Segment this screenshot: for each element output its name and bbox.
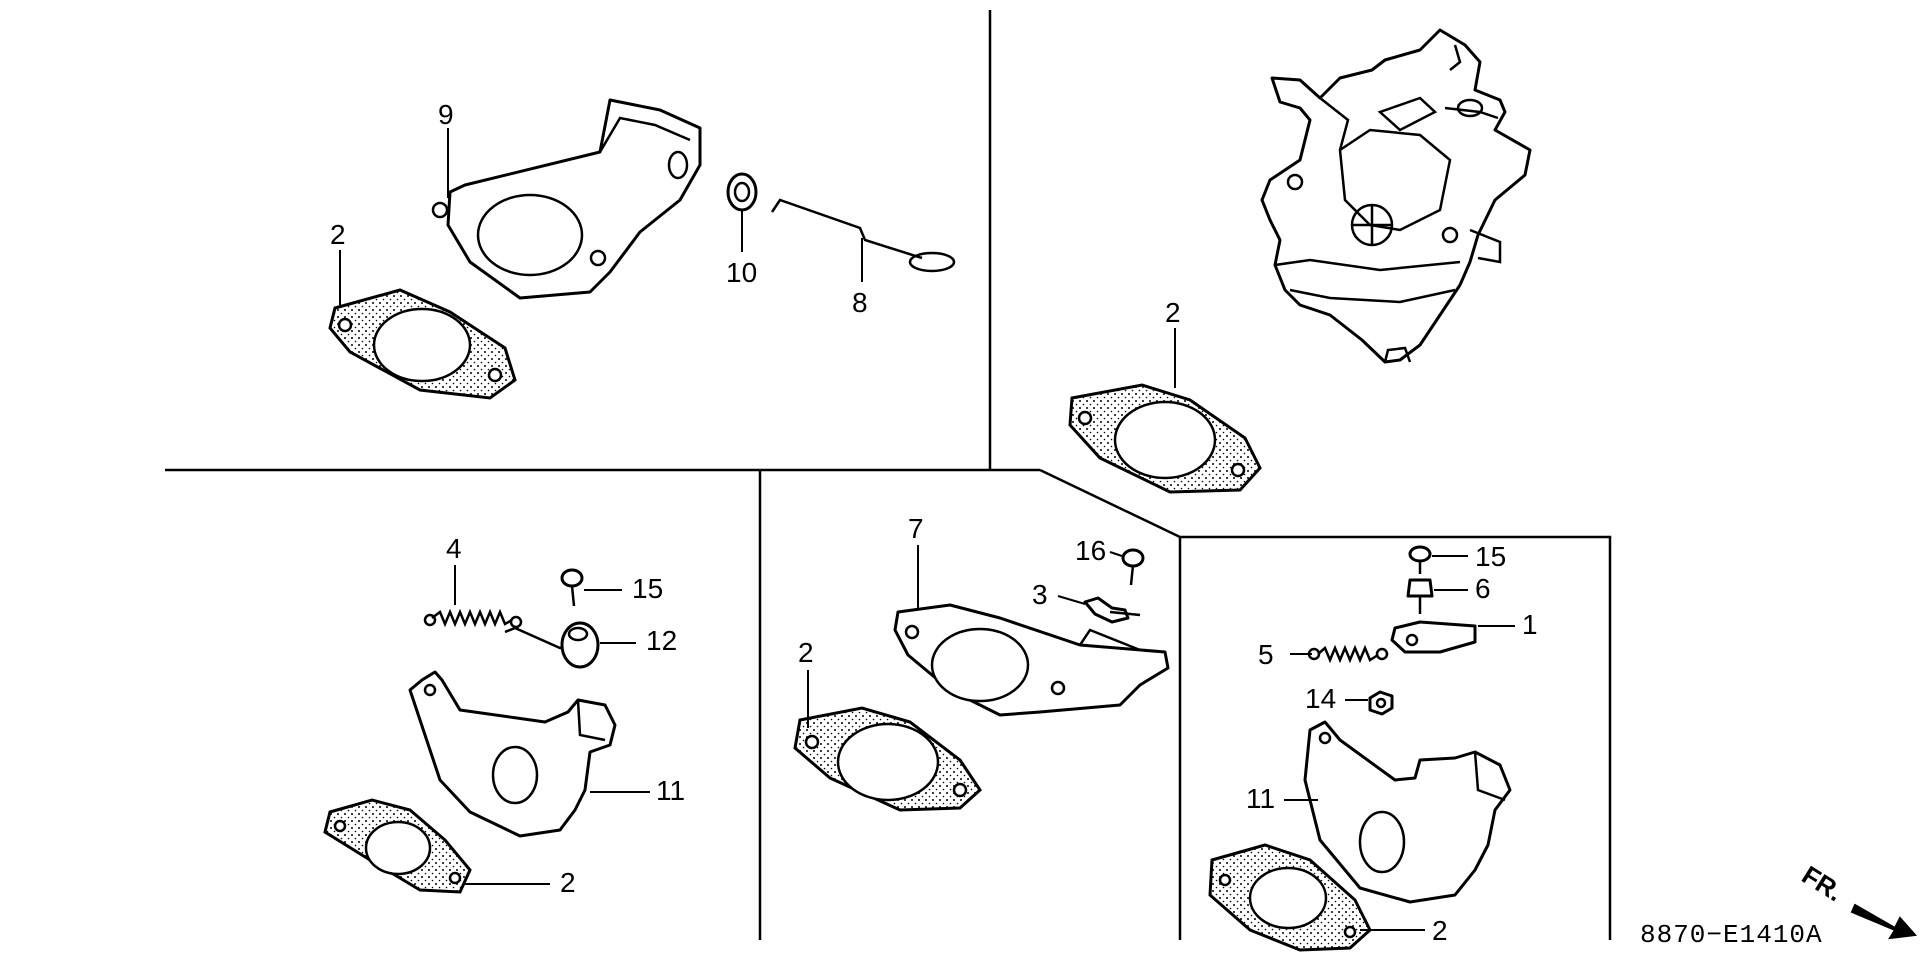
- spring-part-5: [1307, 644, 1389, 664]
- callout-16: 16: [1075, 535, 1106, 566]
- gasket-part-2-bottom-left: [323, 798, 472, 894]
- bolt-part-15-bottom-left: [560, 568, 584, 607]
- callout-10: 10: [726, 257, 757, 288]
- section-dividers: [165, 10, 1612, 940]
- nut-part-14: [1368, 690, 1394, 716]
- callout-15: 15: [1475, 541, 1506, 572]
- callout-9: 9: [438, 99, 454, 130]
- callout-5: 5: [1258, 639, 1274, 670]
- callout-4: 4: [446, 533, 462, 564]
- direction-label: FR.: [1797, 860, 1848, 908]
- callouts-top-left: 9 2 10 8: [330, 99, 868, 318]
- bolt-part-15-bottom-right: [1408, 545, 1432, 574]
- callout-8: 8: [852, 287, 868, 318]
- callout-1: 1: [1522, 609, 1538, 640]
- callouts-top-right: 2: [1165, 297, 1181, 388]
- gasket-part-2-top-right: [1068, 383, 1262, 494]
- callout-14: 14: [1305, 683, 1336, 714]
- carburetor-assembly: [1260, 28, 1532, 364]
- gasket-part-2-bottom-center: [793, 706, 982, 812]
- callout-2: 2: [330, 219, 346, 250]
- callout-11: 11: [1246, 783, 1275, 814]
- callout-2: 2: [1165, 297, 1181, 328]
- bracket-part-11-bottom-left: [408, 670, 617, 838]
- callout-15: 15: [632, 573, 663, 604]
- callouts-bottom-center: 7 16 3 2: [798, 513, 1123, 728]
- callout-12: 12: [646, 625, 677, 656]
- screw-part-16: [1121, 548, 1145, 586]
- callout-2: 2: [1432, 915, 1448, 946]
- callout-2: 2: [560, 867, 576, 898]
- grommet-part-10: [726, 172, 758, 212]
- gasket-part-2-top-left: [328, 288, 517, 400]
- bracket-part-9: [431, 98, 702, 300]
- shoulder-bolt-part-6: [1406, 578, 1434, 614]
- gasket-part-2-bottom-right: [1208, 843, 1372, 952]
- drawing-code: 8870−E1410A: [1640, 920, 1823, 950]
- bracket-part-11-bottom-right: [1303, 720, 1512, 904]
- callouts-bottom-right: 15 6 1 5 14 11 2: [1246, 541, 1538, 946]
- rod-part-8: [770, 198, 956, 273]
- plate-part-7: [893, 603, 1170, 717]
- sleeve-part-12: [504, 621, 600, 669]
- clip-part-3: [1083, 596, 1141, 624]
- callouts-bottom-left: 4 15 12 11 2: [446, 533, 685, 898]
- callout-6: 6: [1475, 573, 1491, 604]
- spring-part-4: [423, 608, 523, 629]
- callout-11: 11: [656, 775, 685, 806]
- lever-part-1: [1390, 620, 1477, 654]
- callout-7: 7: [908, 513, 924, 544]
- callout-3: 3: [1032, 579, 1048, 610]
- callout-2: 2: [798, 637, 814, 668]
